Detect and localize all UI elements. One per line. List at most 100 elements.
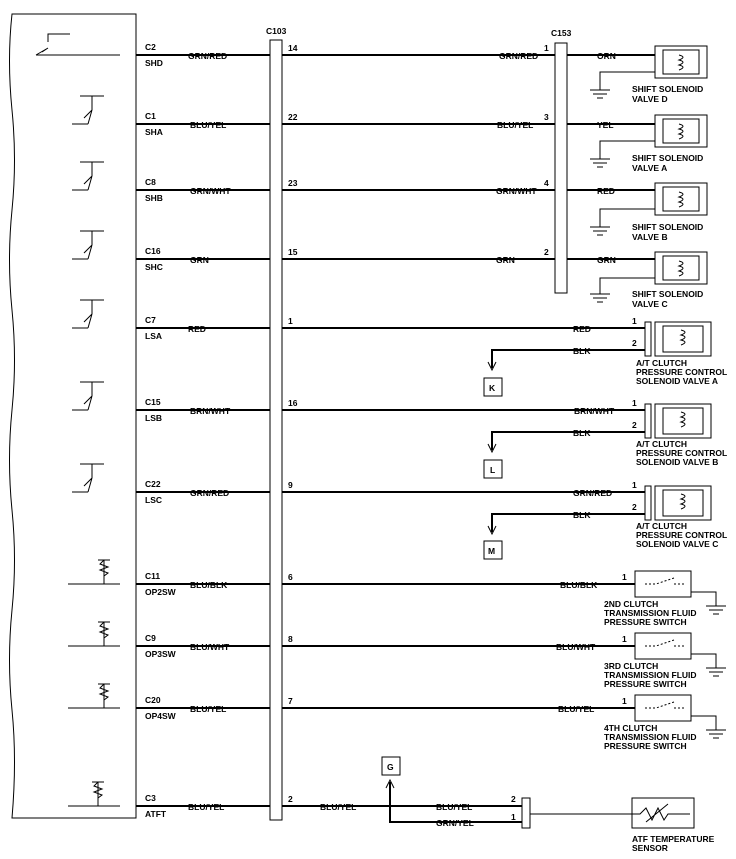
device-label: TRANSMISSION FLUID [604,670,697,680]
wire-color-label: BLU/YEL [190,120,226,130]
device-pin-label: 1 [632,316,637,326]
device-label: 2ND CLUTCH [604,599,658,609]
sensor-box [631,797,695,829]
pin-label: C2 [145,42,156,52]
connector-c153: C153 [551,28,572,294]
wire-color-label: GRN/YEL [436,818,474,828]
device-pin-label: 1 [632,398,637,408]
pin-label: C11 [145,571,160,581]
wire-color-label: BRN/WHT [574,406,615,416]
circuit-3rd-clutch-pressure-switch: C9 OP3SW BLU/WHT 8 BLU/WHT 1 3RD CLUTCH … [68,621,726,689]
ground-symbol [590,89,610,99]
signal-label: OP3SW [145,649,177,659]
c153-pin-label: 4 [544,178,549,188]
circuit-clutch-pressure-solenoid-c: C22 LSC GRN/RED 9 GRN/RED 1 2 BLK M A/T … [72,463,727,560]
wire-color-label: RED [573,324,591,334]
device-label: 4TH CLUTCH [604,723,657,733]
circuit-clutch-pressure-solenoid-a: C7 LSA RED 1 RED 1 2 BLK K A/T CLUTCH PR… [72,299,727,397]
signal-label: SHA [145,127,163,137]
wire-color-label: BLU/YEL [558,704,594,714]
ground-ref-box [483,377,503,397]
signal-label: LSC [145,495,162,505]
device-label: PRESSURE SWITCH [604,617,687,627]
device-pin-label: 2 [632,502,637,512]
wire-color-label: BLK [573,428,591,438]
device-label: A/T CLUTCH [636,358,687,368]
device-label: TRANSMISSION FLUID [604,732,697,742]
ground-ref-box [483,459,503,479]
ground-symbol [706,667,726,677]
device-label: A/T CLUTCH [636,521,687,531]
c103-pin-label: 2 [288,794,293,804]
c103-pin-label: 14 [288,43,298,53]
c103-pin-label: 9 [288,480,293,490]
device-label: VALVE A [632,163,667,173]
c153-pin-label: 1 [544,43,549,53]
device-label: A/T CLUTCH [636,439,687,449]
device-label: SHIFT SOLENOID [632,84,703,94]
pin-label: C9 [145,633,156,643]
device-label: PRESSURE SWITCH [604,741,687,751]
wire-color-label: YEL [597,120,614,130]
switch-box [634,694,692,722]
wire-color-label: RED [188,324,206,334]
c153-pin-label: 2 [544,247,549,257]
device-label: PRESSURE SWITCH [604,679,687,689]
device-label: PRESSURE CONTROL [636,367,727,377]
ground-ref-box [381,756,401,776]
circuit-2nd-clutch-pressure-switch: C11 OP2SW BLU/BLK 6 BLU/BLK 1 2ND CLUTCH… [68,559,726,627]
device-label: SHIFT SOLENOID [632,222,703,232]
device-label: PRESSURE CONTROL [636,448,727,458]
ground-ref-label: M [488,546,495,556]
signal-label: LSA [145,331,162,341]
signal-label: OP4SW [145,711,177,721]
wire-color-label: GRN/RED [190,488,229,498]
pin-label: C16 [145,246,161,256]
c103-pin-label: 7 [288,696,293,706]
wire-color-label: BLK [573,510,591,520]
wire-color-label: BLU/WHT [556,642,596,652]
wire-color-label: GRN [496,255,515,265]
circuit-clutch-pressure-solenoid-b: C15 LSB BRN/WHT 16 BRN/WHT 1 2 BLK L A/T… [72,381,727,479]
pin-label: C1 [145,111,156,121]
pin-label: C3 [145,793,156,803]
signal-label: SHC [145,262,163,272]
device-pin-label: 2 [511,794,516,804]
c103-label: C103 [266,26,287,36]
c103-pin-label: 22 [288,112,298,122]
wire-color-label: BLU/YEL [320,802,356,812]
ground-ref-label: L [490,465,495,475]
circuit-shift-solenoid-b: C8 SHB GRN/WHT 23 GRN/WHT 4 RED SHIFT SO… [72,161,708,242]
device-label: 3RD CLUTCH [604,661,658,671]
wire-color-label: GRN/RED [188,51,227,61]
device-label: VALVE D [632,94,668,104]
device-label: SOLENOID VALVE A [636,376,718,386]
ground-ref-box [483,540,503,560]
wire-color-label: BLU/BLK [560,580,598,590]
wire-color-label: BLU/YEL [436,802,472,812]
wire-color-label: BLK [573,346,591,356]
device-label: SOLENOID VALVE C [636,539,718,549]
ground-symbol [590,226,610,236]
device-label: SOLENOID VALVE B [636,457,718,467]
device-label: PRESSURE CONTROL [636,530,727,540]
circuit-4th-clutch-pressure-switch: C20 OP4SW BLU/YEL 7 BLU/YEL 1 4TH CLUTCH… [68,683,726,751]
wire-color-label: RED [597,186,615,196]
circuit-shift-solenoid-c: C16 SHC GRN 15 GRN 2 GRN SHIFT SOLENOID … [72,230,708,309]
connector-c103: C103 [266,26,287,821]
device-label: SENSOR [632,843,668,853]
circuit-shift-solenoid-a: C1 SHA BLU/YEL 22 BLU/YEL 3 YEL SHIFT SO… [72,95,708,173]
wire-color-label: BLU/YEL [188,802,224,812]
ground-symbol [590,158,610,168]
device-pin-label: 2 [632,338,637,348]
device-pin-label: 1 [632,480,637,490]
signal-label: SHB [145,193,163,203]
ecm-module-outline [9,13,137,819]
wire-color-label: GRN [190,255,209,265]
device-label: VALVE B [632,232,668,242]
signal-label: ATFT [145,809,167,819]
signal-label: SHD [145,58,163,68]
c103-pin-label: 6 [288,572,293,582]
device-label: VALVE C [632,299,668,309]
